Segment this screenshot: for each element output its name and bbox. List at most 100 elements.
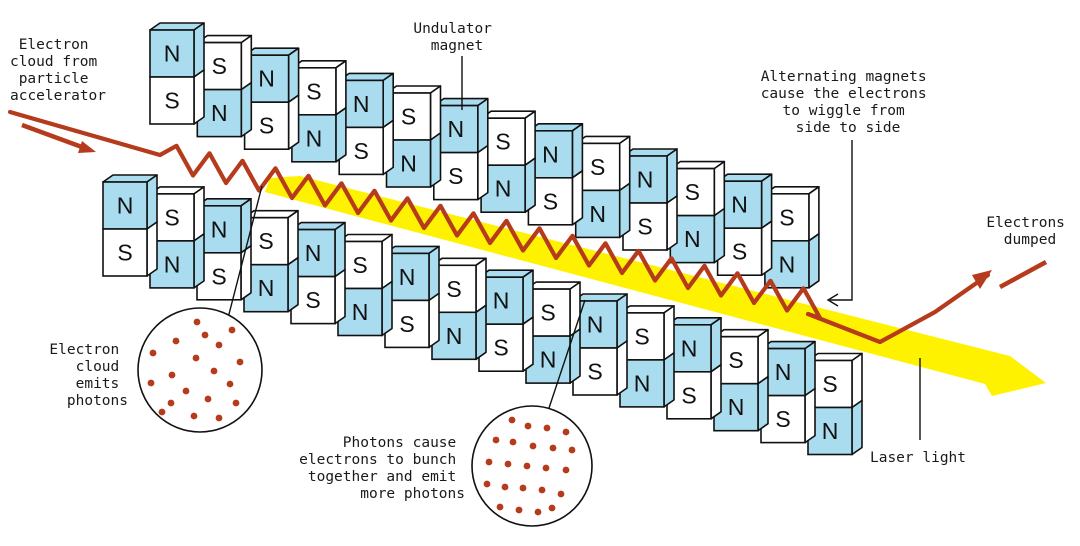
- magnet-pole-letter: S: [681, 382, 696, 408]
- label-alternating-magnets: Alternating magnets cause the electrons …: [761, 69, 936, 136]
- top-row-magnet-7: NS: [432, 97, 489, 201]
- magnet-pole-letter: N: [353, 91, 370, 117]
- magnet-pole-letter: S: [779, 204, 794, 230]
- magnet-side-lower: [616, 340, 628, 396]
- magnet-pole-letter: N: [731, 192, 748, 218]
- magnet-side-lower: [804, 387, 816, 444]
- magnet-pole-letter: S: [637, 214, 652, 240]
- magnet-side-lower: [240, 245, 252, 301]
- photon-dot: [201, 331, 209, 339]
- photon-dot: [524, 422, 532, 430]
- top-row-magnet-6: SN: [385, 85, 442, 188]
- bottom-row-magnet-13: NS: [666, 316, 722, 420]
- bottom-row-magnet-12: SN: [619, 305, 675, 408]
- magnet-side-lower: [710, 363, 722, 420]
- entry-arrow-shaft: [21, 122, 91, 153]
- top-row-magnet-1: NS: [149, 22, 205, 125]
- magnet-pole-letter: S: [775, 406, 790, 432]
- label-undulator-magnet: Undulator magnet: [413, 21, 500, 54]
- magnet-side-upper: [382, 72, 395, 129]
- photon-circle-bunched: [471, 405, 593, 527]
- bottom-row-magnet-2: SN: [149, 186, 205, 289]
- magnet-side-lower: [569, 328, 581, 384]
- circle-outline: [471, 405, 593, 527]
- magnet-pole-letter: S: [117, 240, 132, 266]
- entry-arrow-head: [78, 141, 96, 153]
- top-row-magnet-4: SN: [291, 59, 347, 163]
- magnet-pole-letter: S: [306, 78, 321, 104]
- magnet-side-lower: [193, 69, 205, 125]
- magnet-pole-letter: N: [164, 41, 181, 67]
- magnet-pole-letter: S: [259, 113, 274, 139]
- magnet-pole-letter: N: [305, 240, 322, 266]
- photon-dot: [228, 326, 236, 334]
- magnet-side-lower: [571, 170, 584, 226]
- magnet-side-lower: [428, 292, 440, 349]
- bottom-row-magnet-3: NS: [196, 198, 252, 301]
- photon-dot: [492, 436, 500, 444]
- bottom-row-magnet-1: NS: [102, 174, 158, 277]
- top-row-magnet-5: NS: [338, 72, 395, 176]
- magnet-pole-letter: N: [211, 216, 228, 242]
- photon-dot: [562, 428, 570, 436]
- magnet-pole-letter: N: [400, 151, 417, 177]
- bottom-row-magnet-11: NS: [572, 293, 628, 396]
- photon-dot: [538, 486, 546, 494]
- magnet-side-upper: [808, 186, 820, 242]
- magnet-side-upper: [571, 123, 584, 179]
- photon-dot: [190, 412, 198, 420]
- bottom-row-magnet-7: NS: [384, 245, 440, 349]
- magnet-pole-letter: S: [305, 287, 320, 313]
- magnet-side-upper: [287, 209, 299, 266]
- magnet-pole-letter: S: [728, 347, 743, 373]
- label-electron-cloud-emits-photons: Electron cloud emits photons: [49, 342, 128, 409]
- magnet-pole-letter: N: [306, 125, 323, 151]
- magnet-pole-letter: S: [352, 252, 367, 278]
- top-row-magnet-13: NS: [716, 173, 773, 277]
- bottom-row-magnet-10: SN: [525, 281, 581, 384]
- magnet-pole-letter: S: [258, 228, 273, 254]
- photon-dot: [226, 380, 234, 388]
- photon-dot: [508, 416, 516, 424]
- photon-dot: [534, 508, 542, 516]
- magnet-side-lower: [476, 144, 489, 201]
- magnet-side-upper: [618, 135, 631, 192]
- photon-dot: [568, 446, 576, 454]
- photon-dot: [215, 414, 223, 422]
- magnet-side-lower: [713, 207, 726, 264]
- magnet-pole-letter: N: [587, 312, 604, 338]
- magnet-side-upper: [524, 110, 536, 166]
- magnet-side-upper: [335, 59, 347, 116]
- magnet-side-lower: [382, 119, 395, 176]
- top-row-magnet-12: SN: [669, 160, 726, 264]
- photon-dot: [543, 424, 551, 432]
- magnet-side-lower: [334, 268, 346, 325]
- photon-dot: [182, 387, 190, 395]
- photon-dot: [192, 354, 200, 362]
- magnet-pole-letter: S: [685, 179, 700, 205]
- magnet-side-upper: [522, 269, 534, 326]
- magnet-pole-letter: S: [822, 371, 837, 397]
- magnet-side-lower: [760, 220, 773, 277]
- magnet-side-lower: [240, 81, 253, 138]
- callout-lines: [227, 56, 921, 440]
- photon-dot: [232, 399, 240, 407]
- magnet-pole-letter: N: [542, 141, 559, 167]
- photon-dot: [501, 483, 509, 491]
- label-electrons-dumped: Electrons dumped: [986, 215, 1073, 248]
- magnet-side-lower: [146, 221, 158, 277]
- magnet-pole-letter: N: [493, 288, 510, 314]
- magnet-pole-letter: N: [637, 167, 654, 193]
- magnet-side-lower: [663, 352, 675, 408]
- photon-circle-sparse: [137, 307, 263, 433]
- exit-arrow-head: [972, 270, 992, 289]
- photon-dot: [204, 395, 212, 403]
- top-row-magnet-14: SN: [764, 186, 820, 289]
- magnet-pole-letter: N: [399, 264, 416, 290]
- magnet-pole-letter: N: [589, 201, 606, 227]
- magnet-pole-letter: S: [590, 154, 605, 180]
- magnet-pole-letter: N: [540, 347, 557, 373]
- photon-dot: [215, 341, 223, 349]
- magnet-side-lower: [522, 316, 534, 373]
